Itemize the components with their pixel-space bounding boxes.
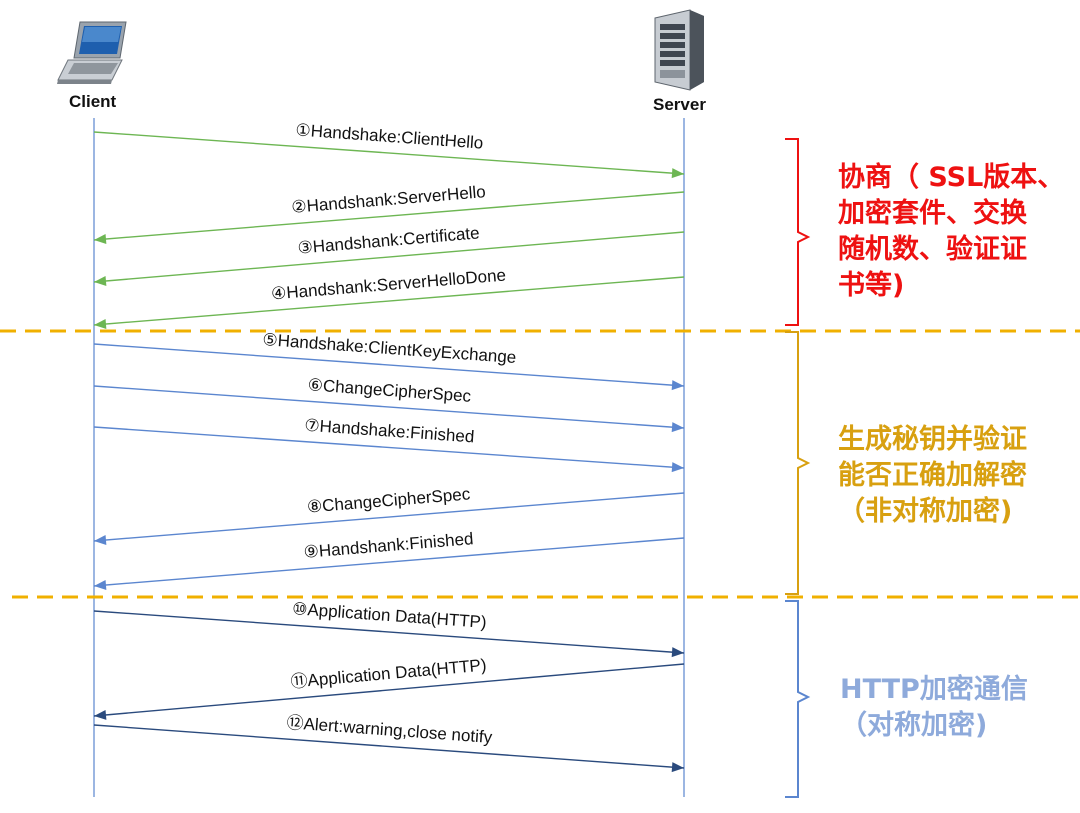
phase-label-negotiation: 协商（ SSL版本、 加密套件、交换 随机数、验证证 书等)	[838, 160, 1064, 304]
arrowhead	[94, 535, 107, 546]
message-line	[93, 276, 685, 326]
client-label: Client	[69, 92, 117, 111]
phase-label-encrypted-http: HTTP加密通信 （对称加密)	[840, 672, 1028, 744]
message-line	[93, 231, 685, 283]
message-arrow: ⑨Handshank:Finished	[93, 529, 685, 591]
arrowhead	[671, 647, 684, 658]
phase-line: （对称加密)	[840, 710, 988, 741]
message-arrow: ⑪Application Data(HTTP)	[93, 655, 685, 720]
message-line	[93, 426, 685, 469]
phase-line: 能否正确加解密	[838, 460, 1027, 491]
phase-line: HTTP加密通信	[840, 674, 1028, 705]
arrowhead	[671, 168, 684, 179]
arrowhead	[671, 762, 684, 773]
phase-brace	[785, 600, 811, 798]
message-label: ⑦Handshake:Finished	[304, 416, 475, 447]
phase-brace	[785, 331, 811, 595]
message-arrow: ⑫Alert:warning,close notify	[93, 713, 685, 773]
arrowhead	[671, 422, 684, 433]
message-line	[93, 385, 685, 429]
phase-line: 协商（ SSL版本、	[838, 162, 1065, 193]
message-line	[93, 663, 685, 717]
message-label: ⑪Application Data(HTTP)	[290, 655, 487, 691]
message-line	[93, 610, 685, 654]
message-line	[93, 537, 685, 587]
message-line	[93, 191, 685, 241]
message-arrow: ⑩Application Data(HTTP)	[93, 599, 685, 658]
message-label: ③Handshank:Certificate	[297, 223, 480, 257]
phase-line: 随机数、验证证	[838, 234, 1027, 265]
phase-line: （非对称加密)	[838, 496, 1013, 527]
message-label: ⑥ChangeCipherSpec	[307, 375, 472, 406]
message-line	[93, 492, 685, 542]
message-line	[93, 131, 685, 175]
message-line	[93, 343, 685, 387]
arrowhead	[94, 234, 107, 245]
message-label: ⑤Handshake:ClientKeyExchange	[262, 330, 517, 367]
phase-line: 生成秘钥并验证	[838, 424, 1027, 455]
arrowhead	[94, 709, 107, 720]
message-arrow: ⑦Handshake:Finished	[93, 416, 685, 473]
server-label: Server	[653, 95, 706, 114]
arrowhead	[671, 462, 684, 473]
arrowhead	[94, 319, 107, 330]
phase-line: 加密套件、交换	[838, 198, 1027, 229]
message-arrow: ①Handshake:ClientHello	[93, 120, 685, 179]
message-label: ④Handshank:ServerHelloDone	[270, 266, 506, 304]
arrowhead	[94, 580, 107, 591]
phase-brace	[785, 138, 811, 326]
phase-line: 书等)	[838, 270, 905, 301]
laptop-icon	[57, 21, 127, 84]
message-label: ②Handshank:ServerHello	[291, 182, 487, 217]
server-tower-icon	[654, 9, 704, 91]
message-line	[93, 724, 685, 769]
arrowhead	[671, 380, 684, 391]
phase-label-key-generation: 生成秘钥并验证 能否正确加解密 （非对称加密)	[838, 422, 1027, 530]
arrowhead	[94, 276, 107, 286]
